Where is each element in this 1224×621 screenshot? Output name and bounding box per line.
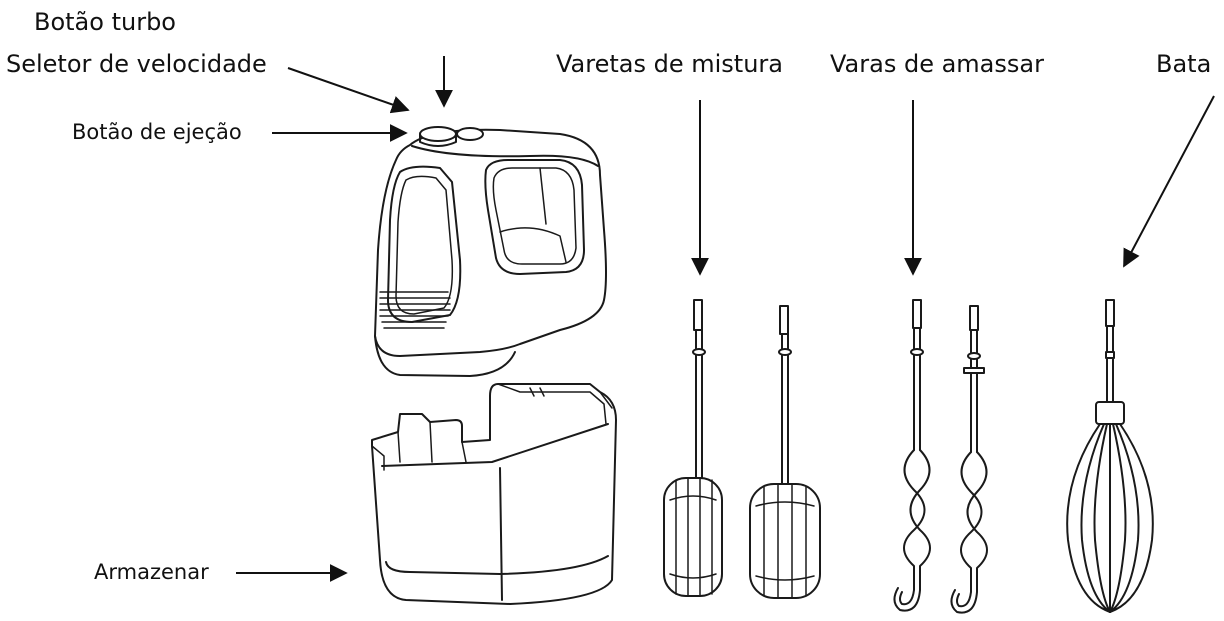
label-whisk: Bata — [1156, 50, 1212, 78]
label-dough-hooks: Varas de amassar — [830, 50, 1044, 78]
vent-grille — [379, 291, 451, 329]
arrow-speed-selector — [287, 67, 410, 114]
arrow-whisk — [1123, 95, 1215, 268]
label-speed-selector: Seletor de velocidade — [6, 50, 267, 78]
dough-hook-2 — [950, 305, 988, 614]
beater-1 — [663, 299, 723, 597]
mixer-body — [374, 126, 607, 377]
label-turbo-button: Botão turbo — [34, 8, 176, 36]
whisk-attachment — [1066, 299, 1154, 613]
dough-hook-1 — [893, 299, 931, 612]
label-storage: Armazenar — [94, 560, 209, 584]
label-mixing-beaters: Varetas de mistura — [556, 50, 783, 78]
storage-case — [371, 383, 617, 605]
beater-2 — [749, 305, 821, 599]
label-eject-button: Botão de ejeção — [72, 120, 242, 144]
